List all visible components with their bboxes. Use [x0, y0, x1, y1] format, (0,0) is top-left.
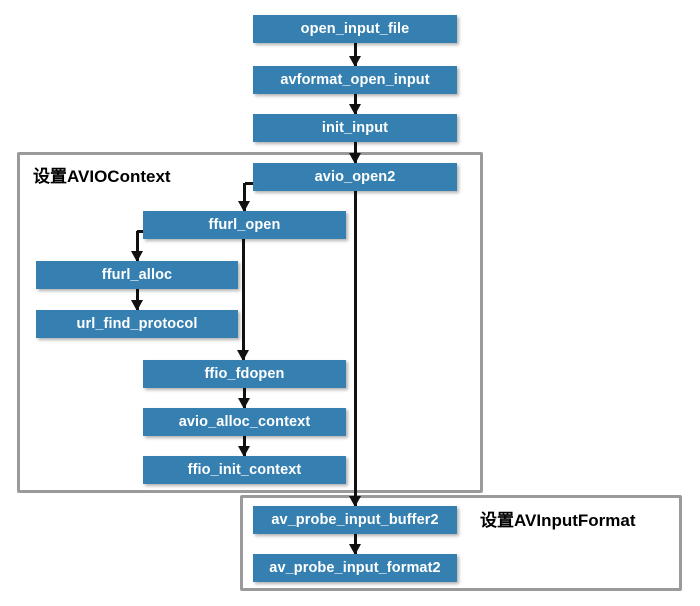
edge-ffurl_alloc-to-url_find_protocol	[135, 289, 139, 310]
edge-ffurl_open-to-ffio_fdopen	[241, 239, 245, 360]
node-ffurl-alloc[interactable]: ffurl_alloc	[36, 261, 238, 289]
node-av-probe-input-buffer2[interactable]: av_probe_input_buffer2	[253, 506, 457, 534]
edge-ffurl_open-to-ffurl_alloc-arrowhead-icon	[130, 251, 143, 262]
edge-av_probe_input_buffer2-to-av_probe_input_format2-arrowhead-icon	[348, 544, 361, 555]
edge-open_input_file-to-avformat_open_input-arrowhead-icon	[348, 56, 361, 67]
edge-open_input_file-to-avformat_open_input	[353, 43, 357, 66]
edge-ffio_fdopen-to-avio_alloc_context-arrowhead-icon	[238, 398, 250, 409]
edge-ffurl_open-to-ffio_fdopen-arrowhead-icon	[236, 350, 249, 361]
edge-avio_open2-to-av_probe_input_buffer2-arrowhead-icon	[348, 496, 361, 507]
node-avformat-open-input[interactable]: avformat_open_input	[253, 66, 457, 94]
node-av-probe-input-format2[interactable]: av_probe_input_format2	[253, 554, 457, 582]
node-avio-open2[interactable]: avio_open2	[253, 163, 457, 191]
group-label-avio-context: 设置AVIOContext	[33, 167, 171, 186]
node-ffurl-open[interactable]: ffurl_open	[143, 211, 346, 239]
group-label-avinputformat: 设置AVInputFormat	[480, 511, 636, 530]
edge-avio_open2-to-ffurl_open-arrowhead-icon	[238, 201, 250, 212]
node-init-input[interactable]: init_input	[253, 114, 457, 142]
node-ffio-fdopen[interactable]: ffio_fdopen	[143, 360, 346, 388]
edge-avformat_open_input-to-init_input-arrowhead-icon	[348, 104, 361, 115]
node-open-input-file[interactable]: open_input_file	[253, 15, 457, 43]
edge-avio_open2-to-ffurl_open-horizontal	[244, 181, 256, 185]
edge-init_input-to-avio_open2-arrowhead-icon	[348, 153, 361, 164]
edge-avio_open2-to-ffurl_open-vertical	[243, 183, 246, 211]
edge-avio_open2-to-av_probe_input_buffer2	[353, 191, 357, 506]
edge-ffurl_open-to-ffurl_alloc-vertical	[135, 231, 139, 261]
node-ffio-init-context[interactable]: ffio_init_context	[143, 456, 346, 484]
edge-avio_alloc_context-to-ffio_init_context-arrowhead-icon	[238, 446, 250, 457]
edge-ffurl_open-to-ffurl_alloc-horizontal	[137, 229, 146, 233]
edge-init_input-to-avio_open2	[353, 142, 357, 163]
edge-ffurl_alloc-to-url_find_protocol-arrowhead-icon	[130, 300, 143, 311]
node-url-find-protocol[interactable]: url_find_protocol	[36, 310, 238, 338]
node-avio-alloc-context[interactable]: avio_alloc_context	[143, 408, 346, 436]
